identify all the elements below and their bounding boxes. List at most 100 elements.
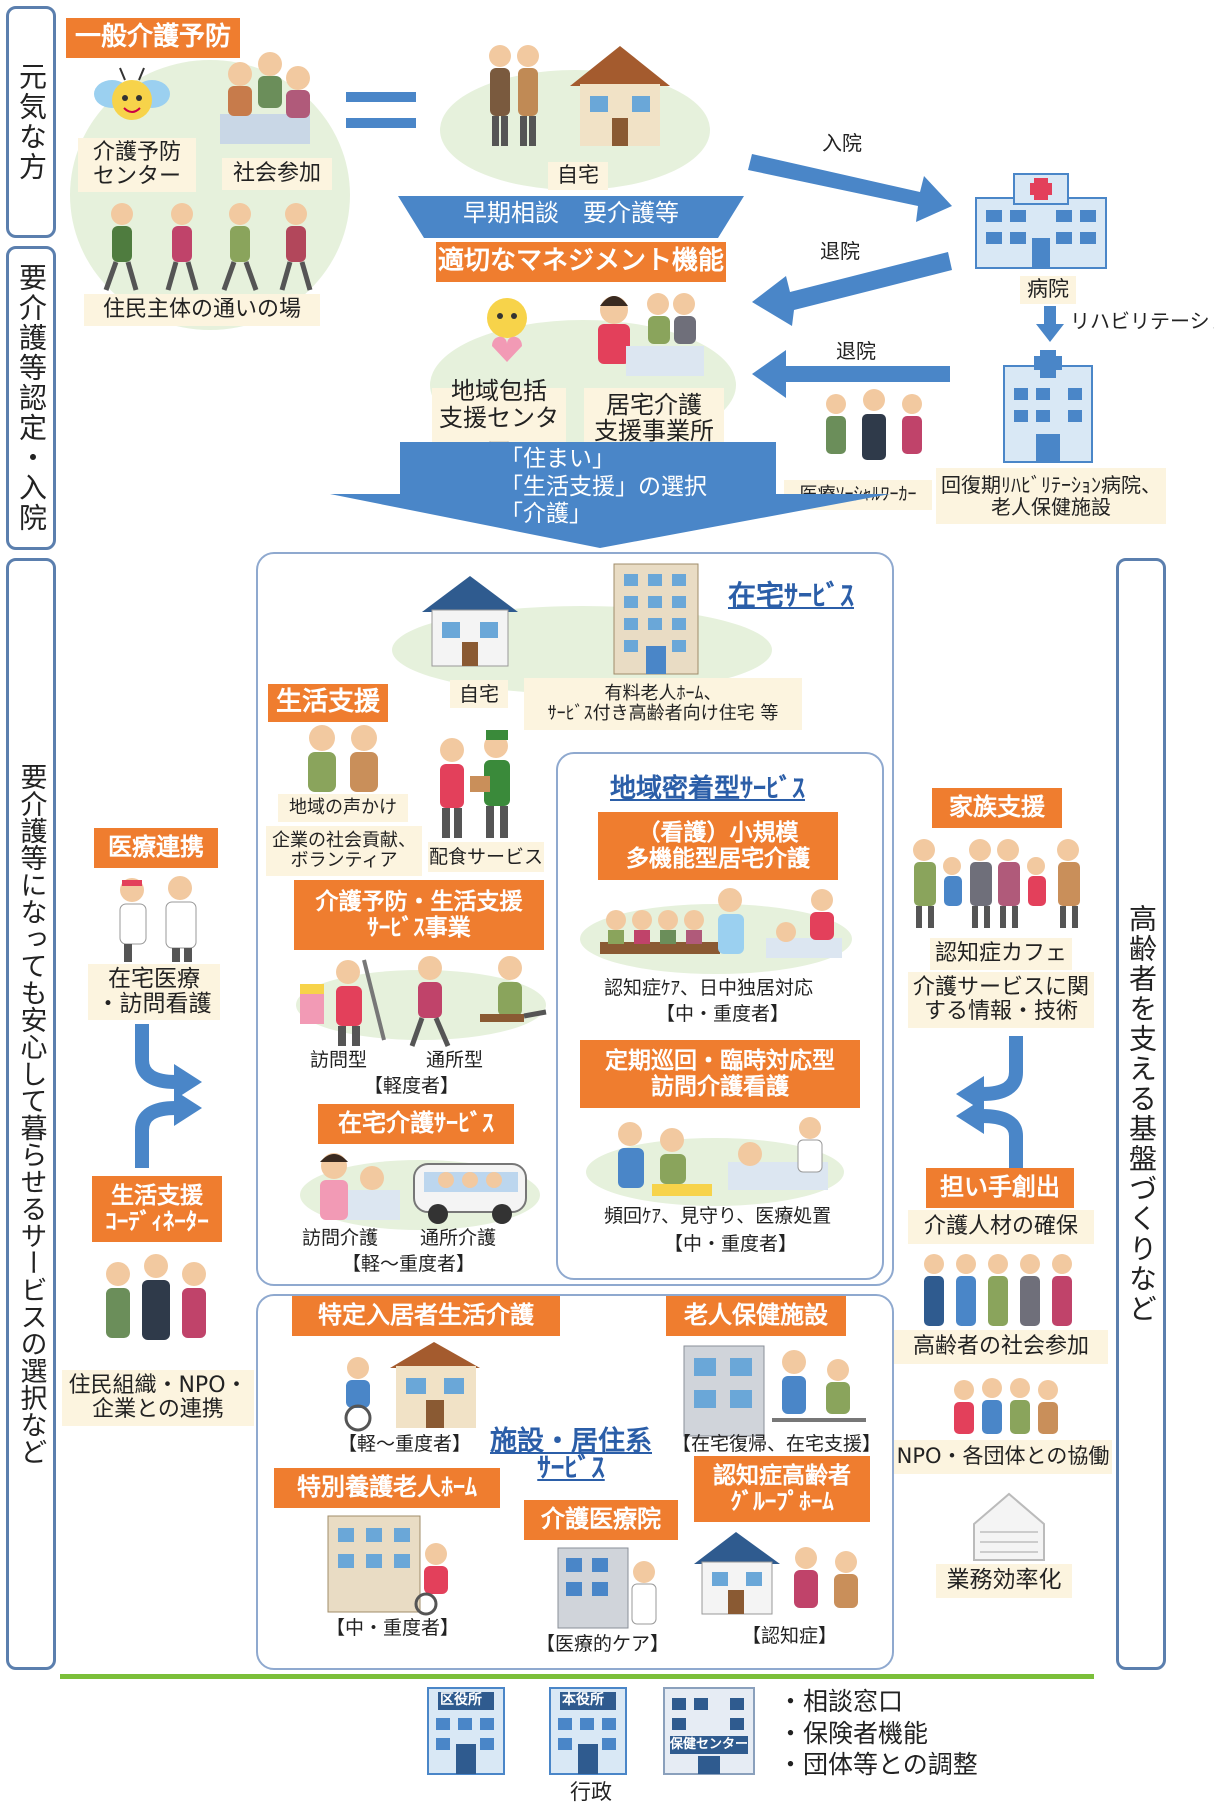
home-medical-label: 在宅医療 ・訪問看護 [88, 964, 220, 1020]
group-home-header: 認知症高齢者 ｸﾞﾙｰﾌﾟﾎｰﾑ [694, 1456, 870, 1522]
social-participation-label: 社会参加 [222, 158, 332, 190]
care-office-label: 居宅介護 支援事業所 [584, 388, 724, 448]
equals-sign-lower [346, 118, 416, 128]
bee-heart-mascot-icon [487, 298, 527, 362]
admin-item-coordination: ・団体等との調整 [778, 1750, 978, 1779]
paid-home-label: 有料老人ﾎｰﾑ、 ｻｰﾋﾞｽ付き高齢者向け住宅 等 [524, 678, 802, 730]
dementia-cafe-label: 認知症カフェ [930, 938, 1072, 970]
periodic-care-icon [618, 1117, 828, 1196]
right-bar-foundation: 高齢者を支える基盤づくりなど [1116, 558, 1166, 1670]
city-hall-icon [549, 1687, 627, 1775]
meal-delivery-icon [440, 730, 510, 838]
family-icon [913, 839, 1080, 928]
visit-care-label: 訪問介護 [302, 1227, 379, 1249]
exercise-pair-icon [409, 956, 547, 1047]
comprehensive-center-label: 地域包括 支援センター [432, 378, 566, 457]
dementia-care-label: 認知症ｹｱ、日中独居対応 [604, 977, 814, 999]
neighbors-talking-icon [308, 725, 378, 792]
corporate-label: 企業の社会貢献、 ボランティア [266, 826, 422, 876]
visit-type-label: 訪問型 [310, 1049, 368, 1071]
city-hall-label: 本役所 [562, 1692, 604, 1708]
mild-severe-label: 【軽～重度者】 [342, 1253, 476, 1275]
admin-item-consult: ・相談窓口 [778, 1687, 904, 1716]
health-facility-header: 老人保健施設 [666, 1296, 846, 1336]
green-divider [60, 1674, 1094, 1679]
left-bar-service-choice: 要介護等になっても安心して暮らせるサービスの選択など [6, 558, 56, 1670]
medical-level-label: 【医療的ケア】 [536, 1633, 670, 1655]
visit-cleaning-icon [300, 959, 386, 1046]
health-facility-icon [683, 1345, 866, 1437]
early-consult-label: 早期相談 要介護等 [463, 199, 679, 227]
social-worker-icon [826, 389, 922, 460]
specified-header: 特定入居者生活介護 [292, 1296, 560, 1336]
workers-icon [924, 1254, 1072, 1326]
admission-label: 入院 [822, 131, 862, 155]
meal-label: 配食サービス [428, 842, 544, 872]
left-bar-healthy: 元気な方 [6, 6, 56, 238]
home-care-service-header: 在宅介護ｻｰﾋﾞｽ [318, 1104, 514, 1144]
doctor-nurse-icon [119, 876, 197, 962]
day-type-label: 通所型 [426, 1049, 484, 1071]
npo-people-icon [954, 1378, 1058, 1434]
exercise-seniors-icon [103, 203, 313, 291]
health-center-icon [663, 1687, 755, 1775]
admin-item-insurer: ・保険者機能 [778, 1718, 929, 1748]
mid-severe-label-1: 【中・重度者】 [656, 1003, 790, 1025]
specified-facility-icon [344, 1342, 480, 1432]
care-info-label: 介護サービスに関 する情報・技術 [908, 972, 1094, 1028]
house-icon [570, 46, 670, 146]
hospital-icon [975, 173, 1107, 269]
early-consult-banner [398, 196, 744, 238]
facility-services-title: 施設・居住系 ｻｰﾋﾞｽ [490, 1426, 652, 1484]
rehabilitation-label: リハビリテーション [1070, 309, 1214, 333]
arrows-hospital [748, 154, 952, 398]
medical-hospital-header: 介護医療院 [524, 1500, 678, 1540]
health-center-label: 保健センター [670, 1737, 749, 1752]
health-level-label: 【在宅復帰、在宅支援】 [672, 1433, 882, 1455]
elder-participation-label: 高齢者の社会参加 [894, 1330, 1108, 1364]
choice-arrow [330, 442, 890, 548]
care-staff-label: 介護人材の確保 [908, 1210, 1094, 1244]
discharge-label-1: 退院 [820, 239, 860, 263]
frequent-care-label: 頻回ｹｱ、見守り、医療処置 [604, 1205, 832, 1227]
community-voice-label: 地域の声かけ [278, 794, 408, 822]
small-multi-care-icon [600, 888, 842, 958]
family-support-header: 家族支援 [932, 788, 1062, 828]
nursing-home-header: 特別養護老人ﾎｰﾑ [274, 1468, 500, 1508]
community-group-icon [106, 1254, 206, 1340]
life-support-header: 生活支援 [268, 684, 388, 722]
workforce-header: 担い手創出 [926, 1168, 1074, 1208]
equals-sign [346, 92, 416, 102]
visit-care-icon [320, 1153, 400, 1220]
resident-org-label: 住民組織・NPO・ 企業との連携 [62, 1370, 254, 1426]
mild-label: 【軽度者】 [364, 1075, 460, 1097]
prevention-center-label: 介護予防 センター [78, 138, 196, 192]
periodic-header: 定期巡回・臨時対応型 訪問介護看護 [580, 1040, 860, 1108]
admin-label: 行政 [570, 1780, 612, 1804]
mid-severe-label-2: 【中・重度者】 [664, 1233, 798, 1255]
ward-office-icon [427, 1687, 505, 1775]
rehab-hospital-label: 回復期ﾘﾊﾋﾞﾘﾃｰｼｮﾝ病院、 老人保健施設 [936, 468, 1166, 524]
community-place-label: 住民主体の通いの場 [84, 294, 320, 326]
left-curved-arrows [135, 1024, 202, 1168]
elderly-couple-icon [489, 45, 539, 146]
day-care-van-icon [413, 1163, 527, 1224]
consultation-icon [598, 293, 704, 376]
npo-label: NPO・各団体との協働 [894, 1440, 1112, 1474]
home-service-label: 自宅 [450, 680, 508, 708]
seniors-group-icon [220, 52, 310, 144]
community-services-title: 地域密着型ｻｰﾋﾞｽ [610, 774, 806, 804]
efficiency-label: 業務効率化 [936, 1564, 1072, 1598]
coordinator-header: 生活支援 ｺｰﾃﾞｨﾈｰﾀｰ [92, 1176, 222, 1242]
group-home-icon [694, 1532, 858, 1615]
ward-office-label: 区役所 [440, 1692, 482, 1708]
discharge-label-2: 退院 [836, 339, 876, 363]
prevention-project-header: 介護予防・生活支援 ｻｰﾋﾞｽ事業 [294, 880, 544, 950]
specified-level-label: 【軽～重度者】 [338, 1433, 472, 1455]
bee-mascot-icon [94, 67, 170, 120]
group-level-label: 【認知症】 [742, 1625, 838, 1647]
medical-hospital-icon [557, 1547, 657, 1629]
medical-coop-header: 医療連携 [94, 828, 218, 868]
hospital-label: 病院 [1020, 276, 1076, 304]
home-label: 自宅 [548, 162, 608, 190]
